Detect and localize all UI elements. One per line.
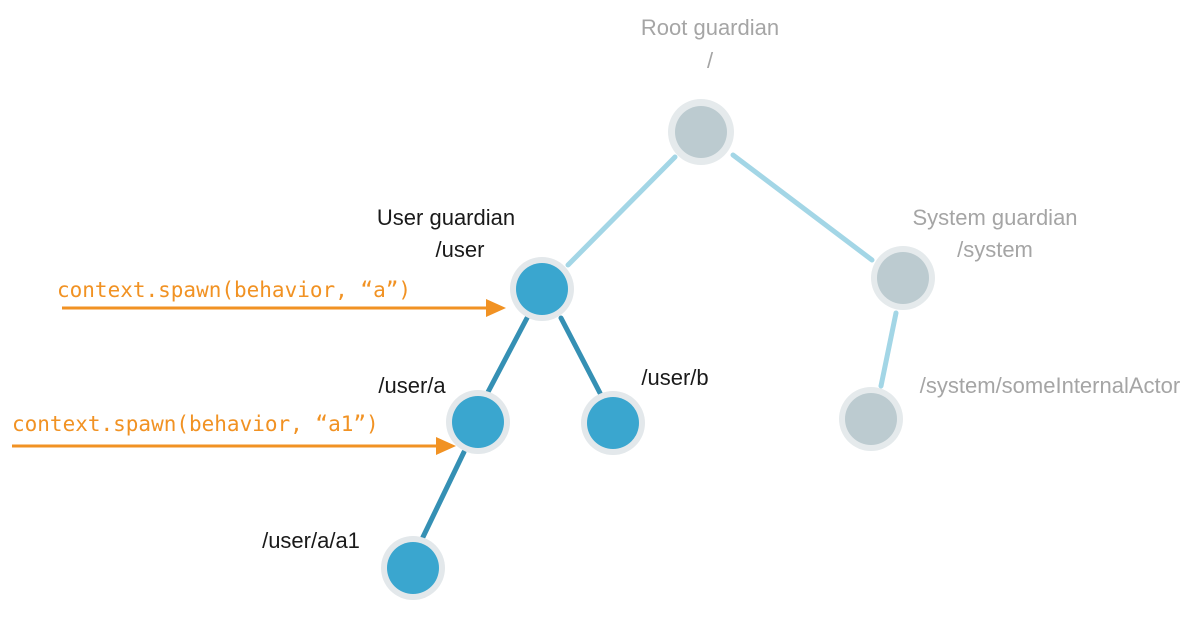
node-user-guardian [510, 257, 574, 321]
node-system-internal [839, 387, 903, 451]
node-user-a [446, 390, 510, 454]
edge-user-a [485, 315, 530, 395]
user-guardian-path: /user [436, 237, 485, 262]
spawn-arrow-a [62, 299, 506, 317]
node-root [668, 99, 734, 165]
root-path: / [707, 48, 714, 73]
node-user-b [581, 391, 645, 455]
user-a-path: /user/a [378, 373, 446, 398]
node-system-guardian [871, 246, 935, 310]
spawn-arrow-a1 [12, 437, 456, 455]
system-guardian-title: System guardian [912, 205, 1077, 230]
root-title: Root guardian [641, 15, 779, 40]
spawn-call-a1: context.spawn(behavior, “a1”) [12, 412, 379, 436]
user-guardian-title: User guardian [377, 205, 515, 230]
user-b-path: /user/b [641, 365, 708, 390]
edge-a-a1 [420, 449, 467, 540]
edge-system-internal [878, 310, 899, 389]
node-user-a-a1 [381, 536, 445, 600]
user-a-a1-path: /user/a/a1 [262, 528, 360, 553]
system-guardian-path: /system [957, 237, 1033, 262]
system-internal-path: /system/someInternalActor [920, 373, 1180, 398]
edge-root-system [730, 152, 875, 263]
spawn-call-a: context.spawn(behavior, “a”) [57, 278, 411, 302]
edge-root-user [565, 154, 678, 268]
edge-user-b [558, 315, 603, 396]
